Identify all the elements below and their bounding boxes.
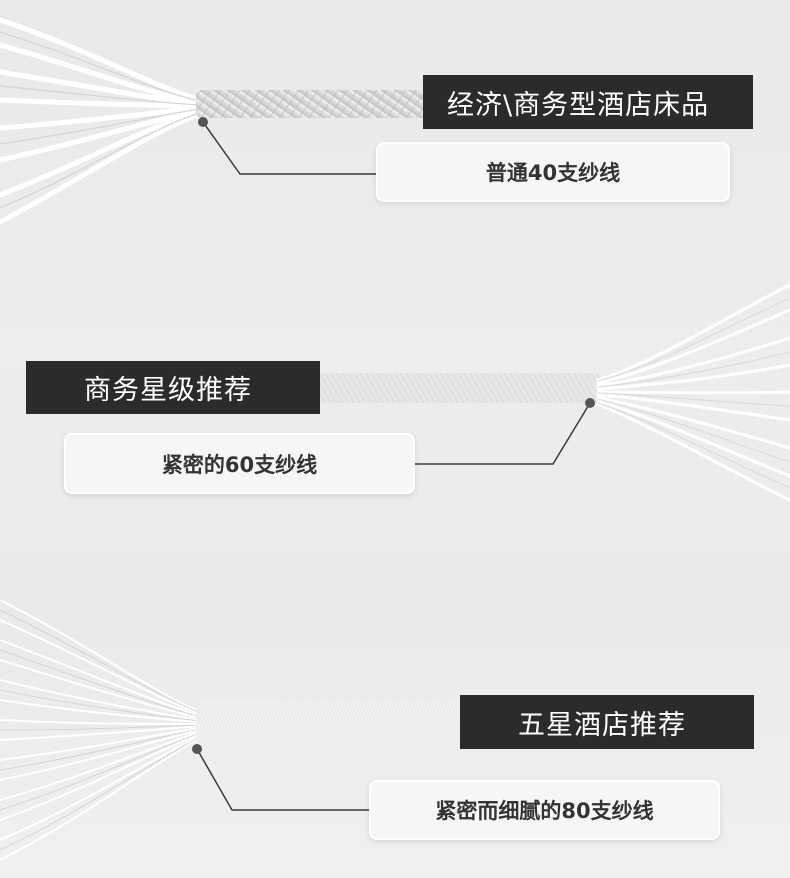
connector-2 bbox=[415, 398, 595, 465]
description-box: 紧密而细腻的80支纱线 bbox=[369, 780, 720, 840]
tier-label-text: 经济\商务型酒店床品 bbox=[447, 89, 710, 121]
description-text: 紧密而细腻的80支纱线 bbox=[435, 799, 654, 823]
tier-label-economy: 经济\商务型酒店床品 bbox=[423, 75, 753, 129]
connector-3 bbox=[192, 744, 371, 811]
description-text: 普通40支纱线 bbox=[485, 161, 621, 185]
description-box: 普通40支纱线 bbox=[376, 142, 730, 202]
thread-40-count bbox=[0, 17, 428, 225]
connector-1 bbox=[198, 117, 378, 175]
description-box: 紧密的60支纱线 bbox=[64, 433, 415, 494]
thread-80-count bbox=[0, 599, 462, 861]
description-text: 紧密的60支纱线 bbox=[161, 452, 318, 477]
tier-label-five-star: 五星酒店推荐 bbox=[460, 695, 754, 749]
tier-label-text: 五星酒店推荐 bbox=[518, 709, 686, 741]
thread-60-count bbox=[318, 283, 790, 502]
tier-label-business: 商务星级推荐 bbox=[26, 361, 320, 414]
tier-label-text: 商务星级推荐 bbox=[84, 375, 252, 406]
